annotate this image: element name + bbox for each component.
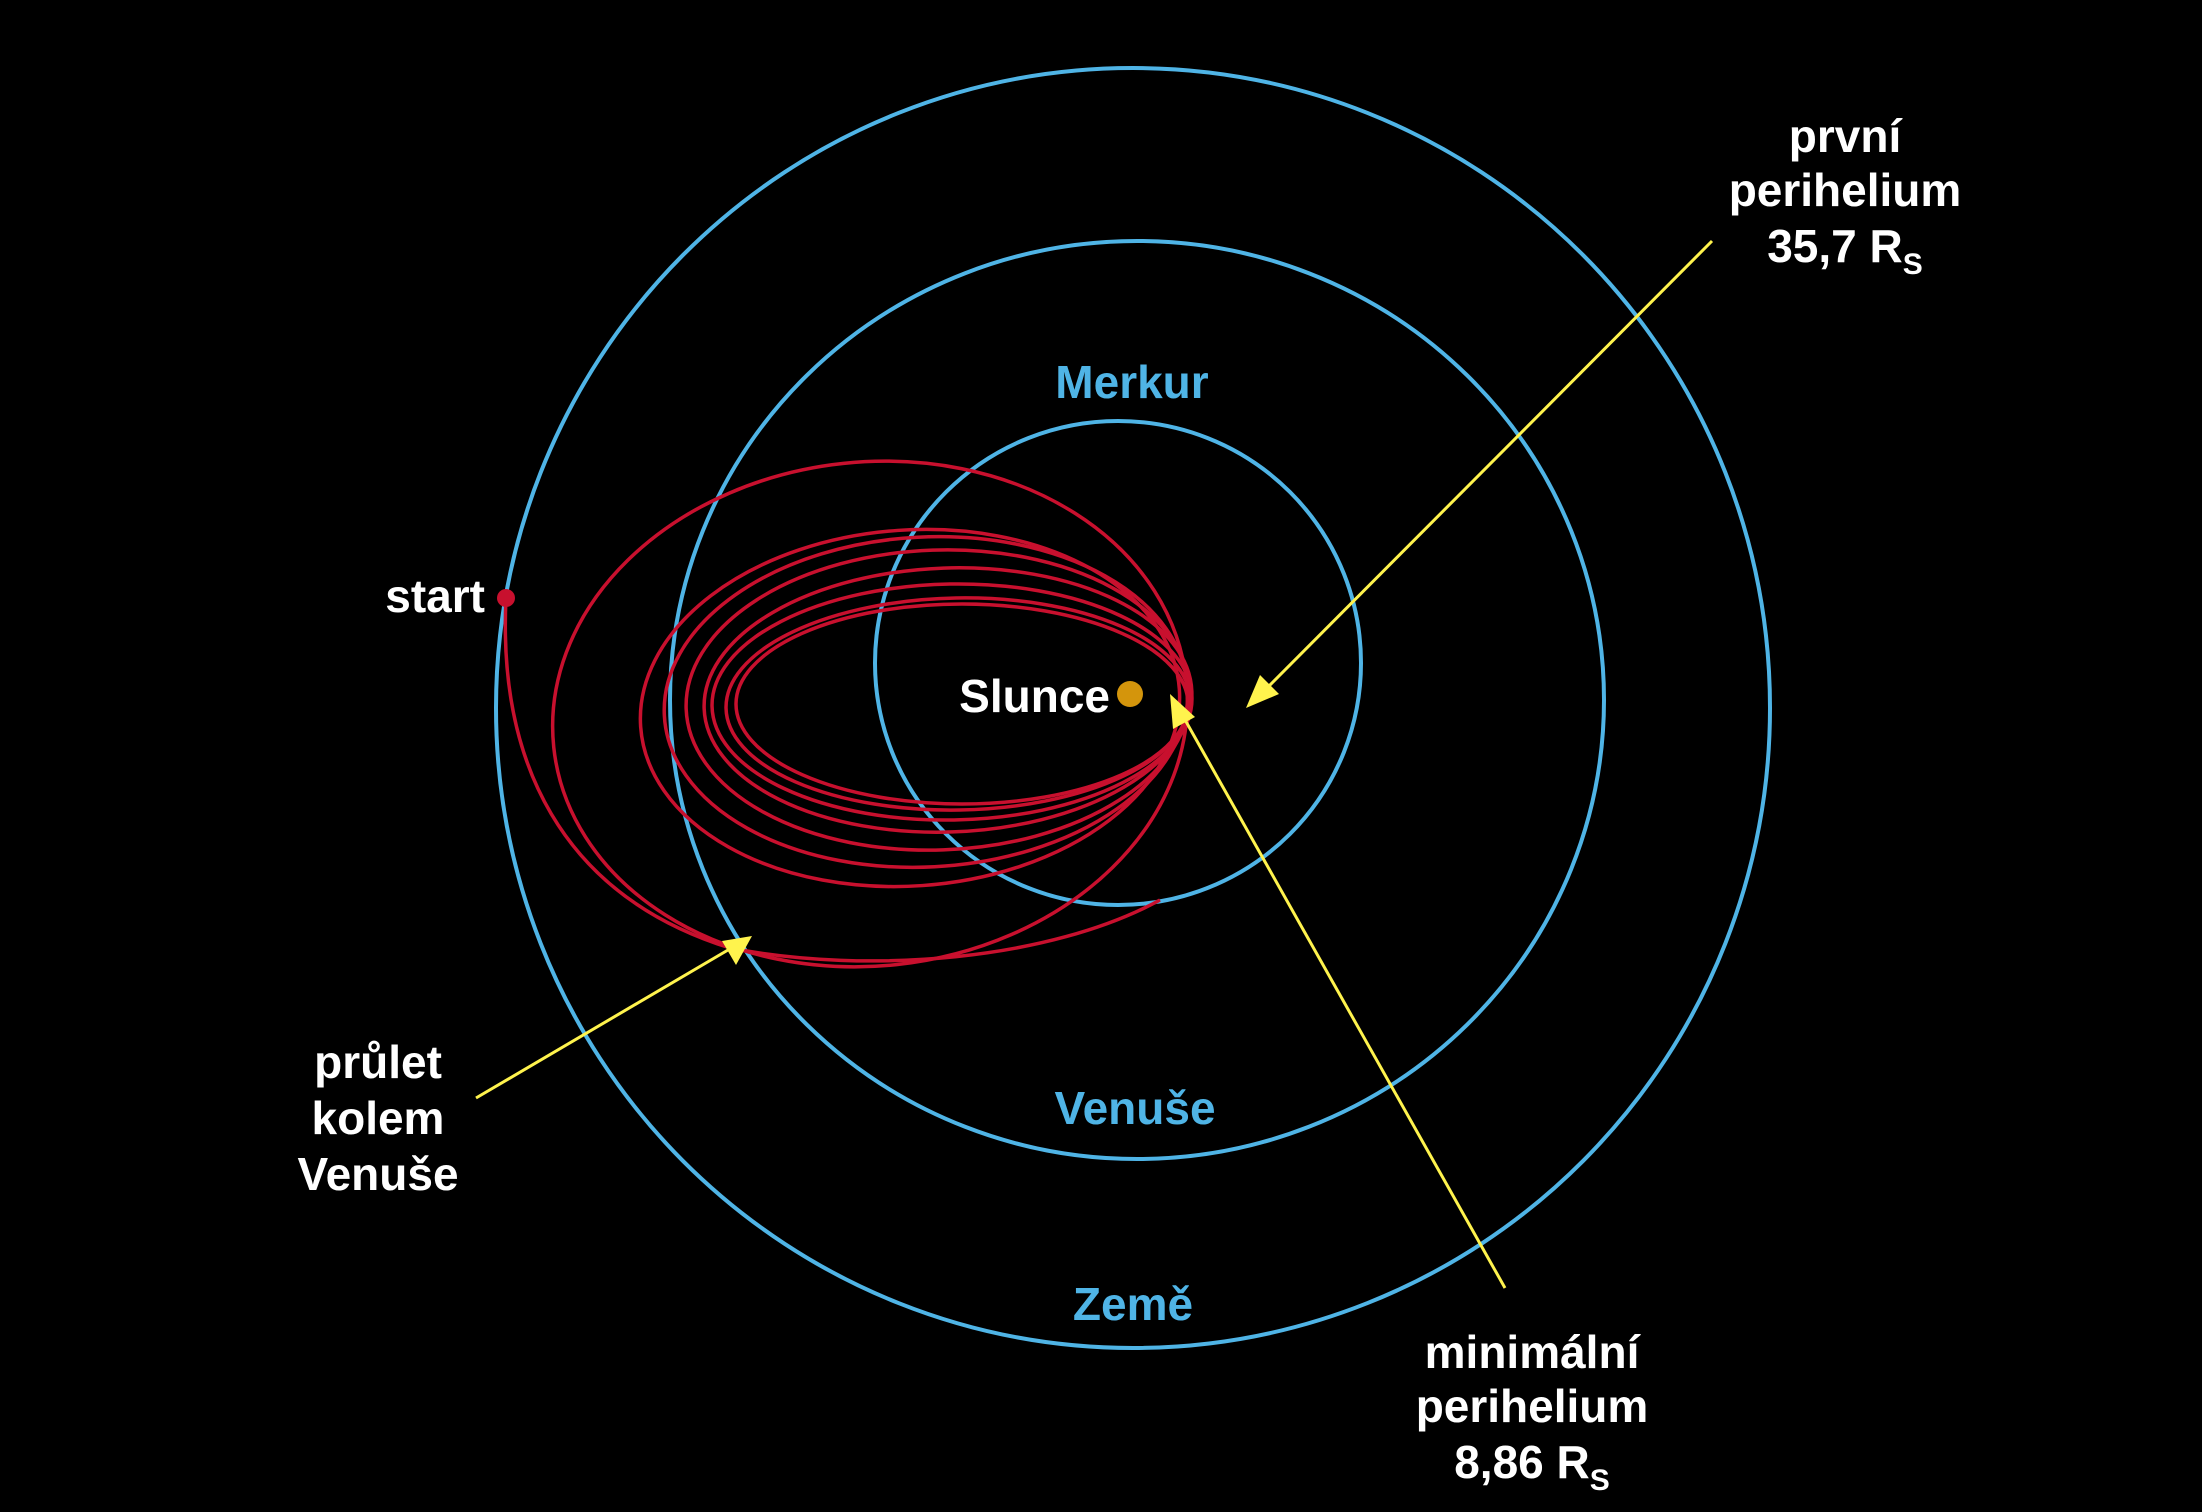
- svg-text:Venuše: Venuše: [297, 1148, 458, 1200]
- label-mercury: Merkur: [1055, 356, 1208, 408]
- svg-text:perihelium: perihelium: [1729, 164, 1962, 216]
- mercury-orbit: [873, 419, 1363, 907]
- label-venus-flyby: průlet kolem Venuše: [297, 1036, 458, 1200]
- trajectory-orbit-8: [734, 602, 1190, 806]
- label-first-perihelion: první perihelium 35,7 RS: [1729, 110, 1962, 281]
- trajectory: [497, 459, 1194, 969]
- venus-orbit: [668, 239, 1606, 1161]
- svg-text:35,7 RS: 35,7 RS: [1767, 220, 1923, 281]
- svg-text:průlet: průlet: [314, 1036, 442, 1088]
- label-start: start: [385, 570, 485, 622]
- label-earth: Země: [1073, 1278, 1193, 1330]
- svg-text:8,86 RS: 8,86 RS: [1454, 1436, 1610, 1497]
- pointer-min-perihelion: [1170, 694, 1507, 1289]
- svg-text:kolem: kolem: [312, 1092, 445, 1144]
- earth-orbit: [494, 66, 1772, 1350]
- label-venus: Venuše: [1054, 1082, 1215, 1134]
- svg-text:perihelium: perihelium: [1416, 1380, 1649, 1432]
- label-sun: Slunce: [959, 670, 1110, 722]
- pointer-venus-flyby: [475, 936, 752, 1100]
- sun-icon: [1117, 681, 1143, 707]
- svg-text:minimální: minimální: [1425, 1326, 1642, 1378]
- trajectory-orbit-7: [724, 596, 1192, 812]
- trajectory-orbit-6: [710, 582, 1194, 822]
- start-point: [497, 589, 515, 607]
- pointer-first-perihelion: [1246, 239, 1714, 708]
- svg-text:první: první: [1789, 110, 1904, 162]
- trajectory-orbit-2: [638, 527, 1182, 889]
- label-min-perihelion: minimální perihelium 8,86 RS: [1416, 1326, 1649, 1497]
